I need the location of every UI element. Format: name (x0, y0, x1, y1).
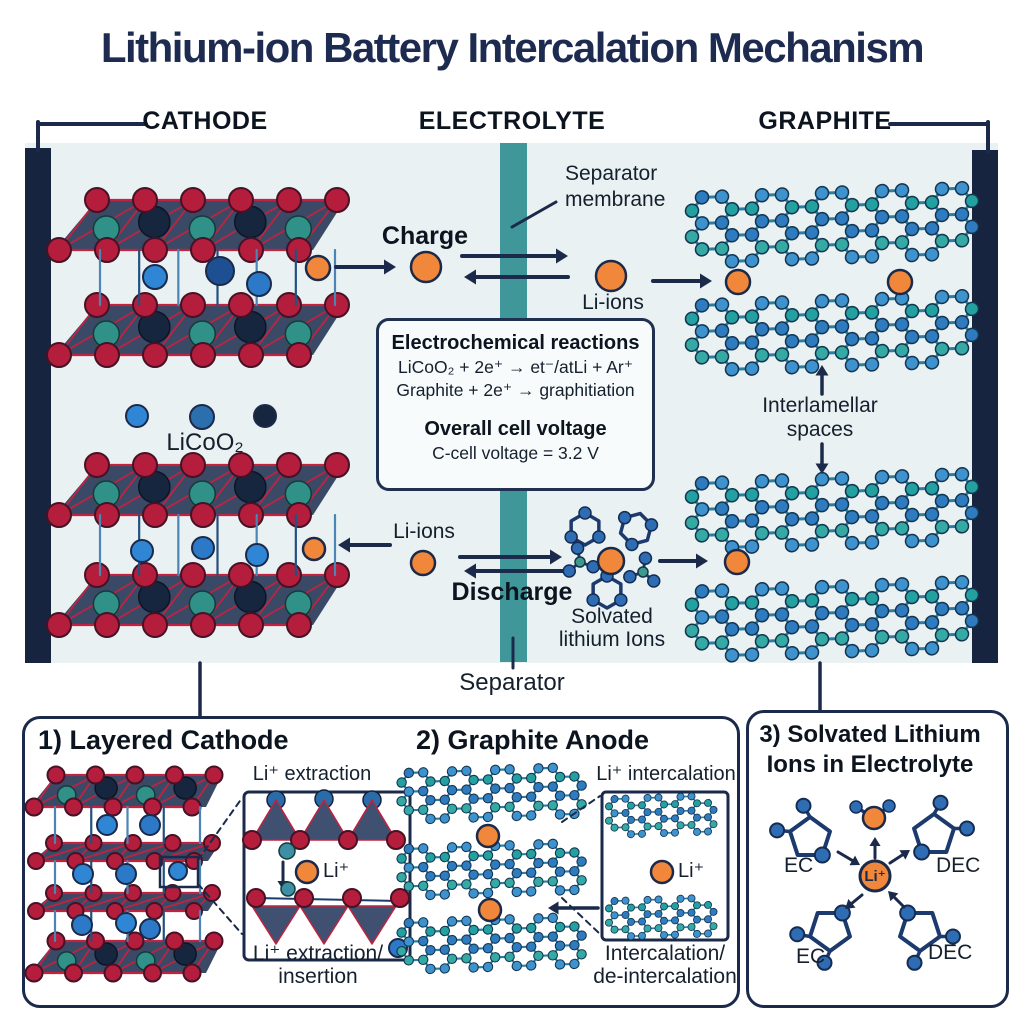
reaction-equation-2: Graphite + 2e⁺ → graphitiation (396, 380, 635, 400)
reaction-equation-1: LiCoO₂ + 2e⁺ → et⁻/atLi + Ar⁺ (398, 357, 633, 377)
panel3-ec-bottom-label: EC (796, 945, 826, 968)
cathode-current-collector-bar (25, 148, 51, 663)
solvated-label-line1: Solvated (571, 605, 653, 628)
panel1-caption-line1: Li⁺ extraction/ (252, 942, 384, 965)
interlamellar-label-line2: spaces (786, 418, 854, 441)
voltage-value: C-cell voltage = 3.2 V (432, 443, 599, 463)
licoo2-label: LiCoO₂ (166, 429, 244, 456)
panel3-title-line2: Ions in Electrolyte (766, 751, 974, 778)
charge-label: Charge (381, 222, 469, 250)
header-electrolyte: ELECTROLYTE (418, 107, 606, 135)
solvated-label-line2: lithium Ions (558, 628, 666, 651)
li-ions-label-bottom: Li-ions (393, 520, 455, 543)
panel3-dec-top-label: DEC (936, 854, 981, 877)
panel3-title-line1: 3) Solvated Lithium (759, 721, 981, 748)
interlamellar-label-line1: Interlamellar (762, 394, 878, 417)
discharge-label: Discharge (451, 578, 573, 606)
header-cathode: CATHODE (142, 107, 268, 135)
panel3-li-center-label: Li⁺ (864, 868, 886, 886)
reactions-title: Electrochemical reactions (391, 332, 640, 354)
panel3-dec-bottom-label: DEC (928, 941, 973, 964)
panel3-ec-top-label: EC (784, 854, 814, 877)
separator-membrane-label-line1: Separator (565, 162, 658, 185)
solvated-ions-panel-box (746, 710, 1009, 1008)
panel1-title: 1) Layered Cathode (38, 725, 289, 755)
separator-label: Separator (459, 669, 565, 696)
panel1-caption-line2: insertion (278, 965, 358, 988)
panel1-extraction-label: Li⁺ extraction (252, 763, 372, 785)
li-ions-label-top: Li-ions (582, 291, 644, 314)
panel2-intercalation-label: Li⁺ intercalation (596, 763, 736, 785)
page-title: Lithium-ion Battery Intercalation Mechan… (100, 24, 925, 71)
panel2-caption-line1: Intercalation/ (604, 942, 726, 965)
voltage-title: Overall cell voltage (424, 418, 607, 440)
panel1-li-label: Li⁺ (323, 860, 350, 882)
graphite-current-collector-bar (972, 150, 998, 663)
panel2-li-label: Li⁺ (678, 860, 705, 882)
separator-membrane-label-line2: membrane (565, 188, 666, 211)
header-graphite: GRAPHITE (758, 107, 892, 135)
electrochemical-reactions-box: Electrochemical reactions LiCoO₂ + 2e⁺ →… (376, 318, 655, 491)
panel2-title: 2) Graphite Anode (416, 725, 650, 755)
panel2-caption-line2: de-intercalation (593, 965, 737, 988)
